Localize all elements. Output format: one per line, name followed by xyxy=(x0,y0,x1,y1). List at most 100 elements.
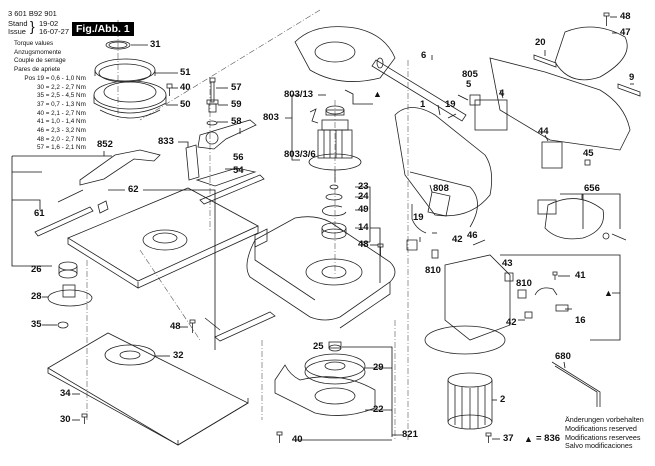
wire-bracket xyxy=(406,204,427,251)
main-housing-shell xyxy=(489,57,631,151)
callout-47[interactable]: 47 xyxy=(620,27,631,38)
part-808-label xyxy=(427,191,451,217)
part-43-cap xyxy=(504,272,514,282)
callout-51[interactable]: 51 xyxy=(180,67,191,78)
handle-bar xyxy=(204,311,276,342)
callout-34[interactable]: 34 xyxy=(60,388,71,399)
part-803-armature xyxy=(308,105,362,182)
callout-833[interactable]: 833 xyxy=(158,136,174,147)
callout-20[interactable]: 20 xyxy=(535,37,546,48)
callout-19-lower[interactable]: 19 xyxy=(413,212,424,223)
callout-14[interactable]: 14 xyxy=(358,222,369,233)
callout-32[interactable]: 32 xyxy=(173,350,184,361)
torque-row: 41 = 1,0 - 1,4 Nm xyxy=(36,118,86,126)
callout-61[interactable]: 61 xyxy=(34,208,45,219)
callout-19[interactable]: 19 xyxy=(445,99,456,110)
callout-48[interactable]: 48 xyxy=(170,321,181,332)
callout-41[interactable]: 41 xyxy=(575,270,586,281)
callout-28[interactable]: 28 xyxy=(31,291,42,302)
torque-row: 40 = 2,1 - 2,7 Nm xyxy=(36,109,86,117)
callout-56[interactable]: 56 xyxy=(233,152,244,163)
callout-40[interactable]: 40 xyxy=(180,82,191,93)
callout-9[interactable]: 9 xyxy=(629,72,635,83)
callout-59[interactable]: 59 xyxy=(231,99,242,110)
callout-46[interactable]: 46 xyxy=(467,230,478,241)
callout-29[interactable]: 29 xyxy=(373,362,384,373)
part-44-capacitor xyxy=(541,141,563,169)
part-25-nut xyxy=(328,341,342,352)
callout-54[interactable]: 54 xyxy=(233,165,244,176)
callout-4[interactable]: 4 xyxy=(499,88,505,99)
callout-23[interactable]: 23 xyxy=(358,181,369,192)
callout-45[interactable]: 45 xyxy=(583,148,594,159)
callout-810-right[interactable]: 810 xyxy=(516,278,532,289)
part-48-screw xyxy=(189,319,196,333)
part-30-screw xyxy=(81,413,88,424)
torque-row: 30 = 2,2 - 2,7 Nm xyxy=(36,83,86,91)
part-45-clip xyxy=(584,159,591,166)
callout-808[interactable]: 808 xyxy=(433,183,449,194)
part-29-fan xyxy=(304,353,366,385)
callout-803[interactable]: 803 xyxy=(263,112,279,123)
triangle-marker-icon: ▲ xyxy=(604,288,613,298)
callout-49[interactable]: 49 xyxy=(358,204,369,215)
callout-57[interactable]: 57 xyxy=(231,82,242,93)
callout-31[interactable]: 31 xyxy=(150,39,161,50)
callout-48-top[interactable]: 48 xyxy=(620,11,631,22)
part-852-clamp xyxy=(57,149,161,203)
part-62-clip xyxy=(97,200,109,214)
callout-40-bottom[interactable]: 40 xyxy=(292,434,303,445)
part-9-label xyxy=(617,83,641,97)
part-2-stator xyxy=(447,372,493,430)
torque-title: Couple de serrage xyxy=(14,57,66,65)
callout-22[interactable]: 22 xyxy=(373,404,384,415)
legend-triangle-equals: = 836 xyxy=(536,433,561,444)
callout-50[interactable]: 50 xyxy=(180,99,191,110)
callout-16[interactable]: 16 xyxy=(575,315,586,326)
callout-810[interactable]: 810 xyxy=(425,265,441,276)
part-22-duct xyxy=(274,364,376,416)
callout-24[interactable]: 24 xyxy=(358,191,369,202)
part-40-screw xyxy=(166,83,173,96)
part-20-label xyxy=(533,54,557,68)
callout-30[interactable]: 30 xyxy=(60,414,71,425)
callout-5[interactable]: 5 xyxy=(466,79,472,90)
callout-803-13[interactable]: 803/13 xyxy=(284,89,314,100)
callout-680[interactable]: 680 xyxy=(555,351,571,362)
callout-35[interactable]: 35 xyxy=(31,319,42,330)
callout-37[interactable]: 37 xyxy=(503,433,514,444)
top-cover xyxy=(294,26,396,82)
callout-656[interactable]: 656 xyxy=(584,183,600,194)
part-50-housing xyxy=(93,80,167,119)
callout-821[interactable]: 821 xyxy=(402,429,418,440)
callout-42[interactable]: 42 xyxy=(452,234,463,245)
callout-852[interactable]: 852 xyxy=(97,139,113,150)
notice-line: Modifications reservees xyxy=(565,432,641,442)
legend-triangle-icon: ▲ xyxy=(524,434,533,444)
part-680-hex-key xyxy=(551,361,601,407)
part-49-circlip xyxy=(321,205,347,217)
callout-58[interactable]: 58 xyxy=(231,116,242,127)
callout-2[interactable]: 2 xyxy=(500,394,506,405)
stand-label: Stand xyxy=(8,19,28,28)
callout-26[interactable]: 26 xyxy=(31,264,42,275)
callout-44[interactable]: 44 xyxy=(538,126,549,137)
part-57-bolt xyxy=(209,77,216,103)
callout-805[interactable]: 805 xyxy=(462,69,478,80)
callout-43[interactable]: 43 xyxy=(502,258,513,269)
gear-housing xyxy=(246,216,396,329)
callout-42-right[interactable]: 42 xyxy=(506,317,517,328)
callout-25[interactable]: 25 xyxy=(313,341,324,352)
callout-803-3-6[interactable]: 803/3/6 xyxy=(284,149,316,160)
callout-62[interactable]: 62 xyxy=(128,184,139,195)
callout-6[interactable]: 6 xyxy=(421,50,427,61)
callout-48-center[interactable]: 48 xyxy=(358,239,369,250)
part-35-nut xyxy=(57,321,69,329)
callout-1[interactable]: 1 xyxy=(420,99,426,110)
part-19-screw xyxy=(447,113,457,119)
part-58-washer xyxy=(206,120,218,126)
part-48-screw-top xyxy=(603,12,610,26)
issue-label: Issue xyxy=(8,27,26,36)
part-40-screw-bottom xyxy=(276,431,283,443)
part-41-screw xyxy=(552,271,558,280)
